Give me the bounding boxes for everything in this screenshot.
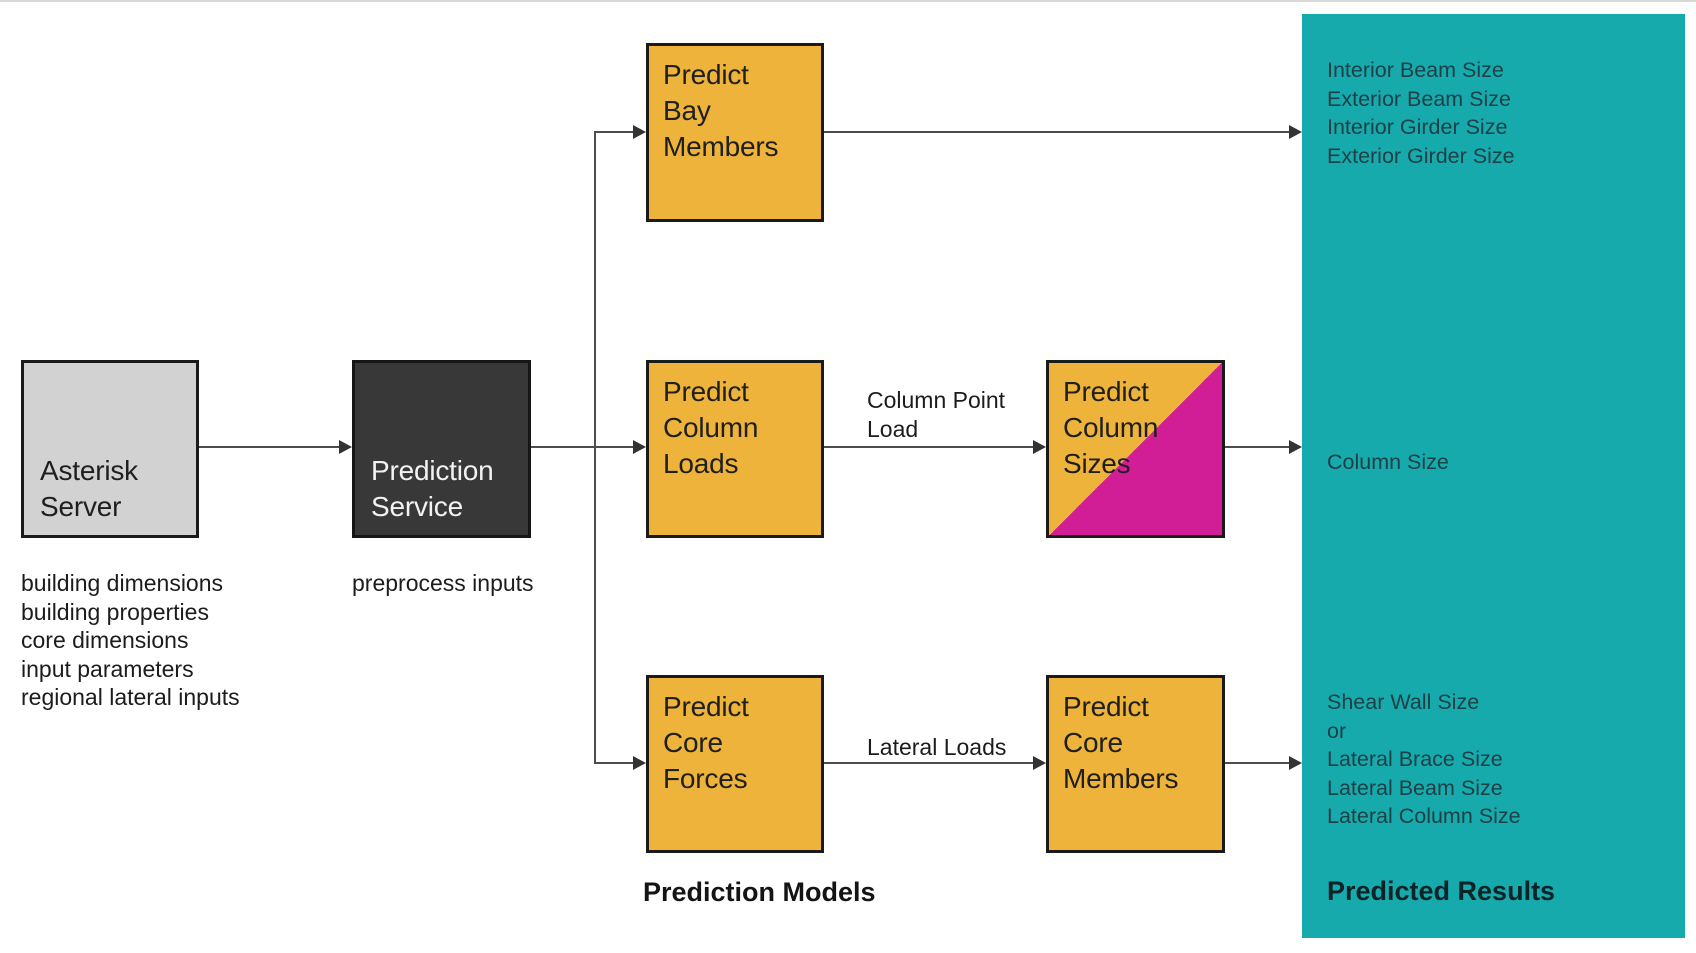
arrow-service-to-column-loads-head: [633, 440, 646, 454]
arrow-column-loads-to-sizes-head: [1033, 440, 1046, 454]
arrow-bay-members-to-results-head: [1289, 125, 1302, 139]
arrow-core-members-to-results-line: [1225, 762, 1290, 764]
arrow-server-to-service-head: [339, 440, 352, 454]
arrow-column-sizes-to-results-line: [1225, 446, 1290, 448]
top-divider: [0, 0, 1696, 2]
prediction-models-label: Prediction Models: [643, 877, 876, 907]
lateral-loads-label: Lateral Loads: [867, 734, 1007, 760]
arrow-branch-to-core-forces-head: [633, 756, 646, 770]
arrow-column-loads-to-sizes-line: [824, 446, 1034, 448]
arrow-server-to-service-line: [199, 446, 340, 448]
arrow-core-members-to-results-head: [1289, 756, 1302, 770]
arrow-branch-to-bay-members-line: [595, 131, 634, 133]
preprocess-inputs-label: preprocess inputs: [352, 570, 534, 596]
branch-vertical-line: [594, 131, 596, 764]
arrow-branch-to-core-forces-line: [595, 762, 634, 764]
arrow-core-forces-to-members-line: [824, 762, 1034, 764]
arrow-bay-members-to-results-line: [824, 131, 1290, 133]
arrow-service-to-column-loads-line: [531, 446, 634, 448]
arrow-core-forces-to-members-head: [1033, 756, 1046, 770]
predicted-results-title: Predicted Results: [1327, 876, 1556, 906]
column-result-text: Column Size: [1327, 450, 1449, 474]
arrow-branch-to-bay-members-head: [633, 125, 646, 139]
arrow-column-sizes-to-results-head: [1289, 440, 1302, 454]
